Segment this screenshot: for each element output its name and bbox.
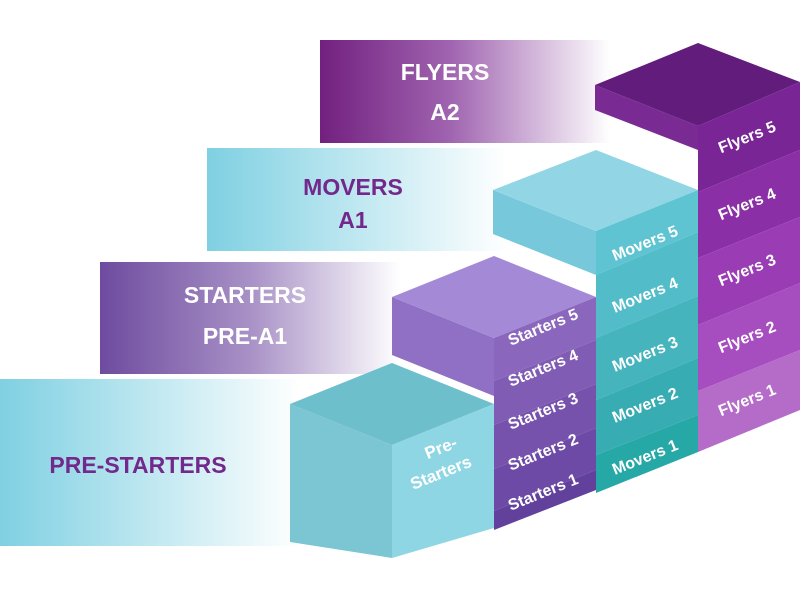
movers-block-1-face xyxy=(596,415,698,493)
flyers-block-3-face xyxy=(698,217,800,325)
movers-band-label: MOVERS xyxy=(303,174,403,200)
flyers-block-1-face xyxy=(698,350,800,452)
movers-band-level: A1 xyxy=(338,207,368,233)
starters-band xyxy=(100,262,400,374)
flyers-block-2-face xyxy=(698,283,800,391)
flyers-column: Flyers 5 Flyers 4 Flyers 3 Flyers 2 Flye… xyxy=(595,43,800,452)
movers-column: Movers 5 Movers 4 Movers 3 Movers 2 Move… xyxy=(493,150,698,493)
starters-block-3-face xyxy=(494,384,596,469)
movers-block-3-face xyxy=(596,296,698,400)
starters-block-2-face xyxy=(494,428,596,511)
starters-block-4-face xyxy=(494,340,596,425)
prestarters-band-label: PRE-STARTERS xyxy=(49,452,226,478)
flyers-block-5-face xyxy=(698,82,800,192)
flyers-band-level: A2 xyxy=(430,99,459,125)
flyers-band xyxy=(320,40,610,143)
starters-block-1-face xyxy=(494,470,596,530)
starters-column: Starters 5 Starters 4 Starters 3 Starter… xyxy=(392,256,596,530)
prestarters-band xyxy=(0,379,300,546)
flyers-block-4-face xyxy=(698,150,800,258)
movers-block-2-face xyxy=(596,358,698,455)
starters-block-5-face xyxy=(494,297,596,381)
flyers-column-top-face xyxy=(595,43,800,126)
starters-band-level: PRE-A1 xyxy=(203,323,288,349)
movers-block-4-face xyxy=(596,232,698,338)
prestarters-block-left-face xyxy=(290,404,392,558)
movers-column-left-face xyxy=(493,190,596,275)
movers-column-top-face xyxy=(493,150,698,231)
starters-band-label: STARTERS xyxy=(184,282,306,308)
movers-block-5-face xyxy=(596,190,698,275)
flyers-band-label: FLYERS xyxy=(401,59,490,85)
flyers-column-left-face xyxy=(595,85,698,150)
prestarters-block: Pre- Starters xyxy=(290,363,494,558)
starters-column-left-face xyxy=(392,297,494,396)
prestarters-block-front-face xyxy=(392,404,494,558)
movers-band xyxy=(207,148,507,251)
